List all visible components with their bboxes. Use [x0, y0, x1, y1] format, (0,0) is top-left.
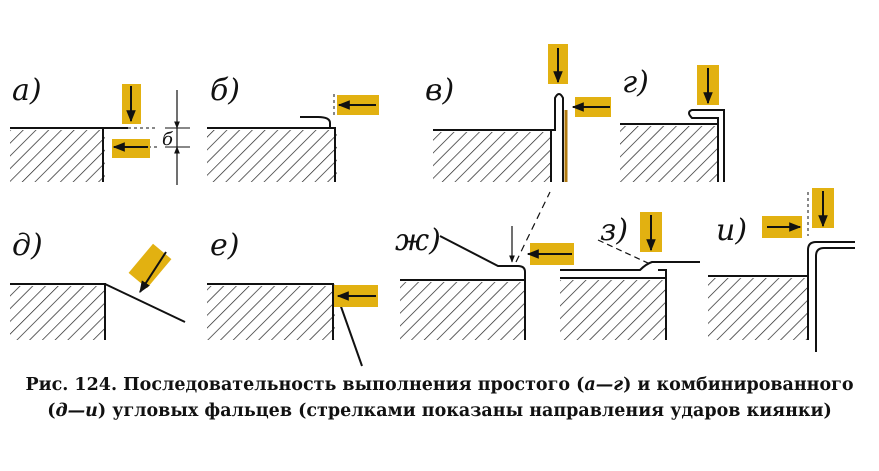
panel-a: а) б [10, 73, 190, 185]
panel-label-z: з) [600, 213, 628, 248]
panel-d: д) [10, 228, 186, 340]
panel-label-v: в) [425, 73, 454, 108]
panel-label-a: а) [12, 73, 42, 108]
caption-range: а—г [584, 375, 624, 395]
dimension-arrow-icon [165, 90, 190, 185]
panel-label-g: г) [622, 65, 649, 100]
caption-text: Рис. 124. Последовательность выполнения … [25, 375, 585, 395]
hammer-blow-arrow-icon [571, 97, 611, 117]
block-hatched [400, 282, 525, 340]
figure-caption: Рис. 124. Последовательность выполнения … [0, 372, 879, 424]
block-hatched [207, 130, 337, 182]
hammer-blow-arrow-icon [548, 44, 568, 84]
caption-text: ( [47, 401, 56, 421]
panel-z: з) [560, 212, 700, 340]
block-hatched [560, 280, 666, 340]
caption-text: ) угловых фальцев (стрелками показаны на… [97, 401, 832, 421]
block-hatched [10, 130, 105, 182]
hammer-blow-arrow-icon [812, 188, 834, 228]
hammer-blow-arrow-icon [112, 139, 150, 158]
hammer-blow-arrow-icon [640, 212, 662, 252]
panel-e: е) [207, 228, 378, 367]
sheet-bent [551, 93, 564, 182]
sheet-folded [688, 109, 725, 182]
sheet-bent [439, 235, 526, 280]
block-hatched [10, 286, 105, 340]
hammer-blow-arrow-icon [128, 243, 172, 294]
block-hatched [207, 286, 335, 340]
panel-v: в) [425, 44, 611, 182]
hammer-blow-arrow-icon [526, 243, 574, 265]
sheet-folded [658, 269, 667, 278]
block-hatched [708, 278, 808, 340]
caption-line-1: Рис. 124. Последовательность выполнения … [0, 372, 879, 398]
hammer-blow-arrow-icon [697, 65, 719, 105]
panel-zh: ж) [395, 191, 574, 340]
panel-label-b: б) [210, 73, 240, 108]
caption-text: ) и комбинированного [623, 375, 854, 395]
block-hatched [433, 132, 551, 182]
sheet-folded [807, 241, 855, 276]
caption-line-2: (д—и) угловых фальцев (стрелками показан… [0, 398, 879, 424]
panel-label-i: и) [716, 213, 747, 248]
sheet-folded [560, 261, 700, 271]
block-hatched [620, 126, 718, 182]
dash-line [515, 191, 551, 263]
panel-label-d: д) [12, 228, 43, 263]
sheet-flange [104, 283, 186, 323]
panel-label-zh: ж) [395, 223, 441, 258]
hammer-blow-arrow-icon [337, 95, 379, 115]
panel-label-e: е) [210, 228, 239, 263]
sheet-line [207, 127, 336, 182]
sheet-folded [815, 247, 855, 352]
panel-g: г) [620, 65, 725, 182]
dimension-label: б [162, 129, 174, 150]
hammer-blow-arrow-icon [334, 285, 378, 307]
hammer-blow-arrow-icon [122, 84, 141, 124]
sheet-bent [300, 116, 331, 128]
hammer-blow-arrow-icon [762, 216, 802, 238]
panel-i: и) [708, 188, 855, 352]
panel-b: б) [207, 73, 379, 182]
caption-range: д—и [55, 401, 98, 421]
